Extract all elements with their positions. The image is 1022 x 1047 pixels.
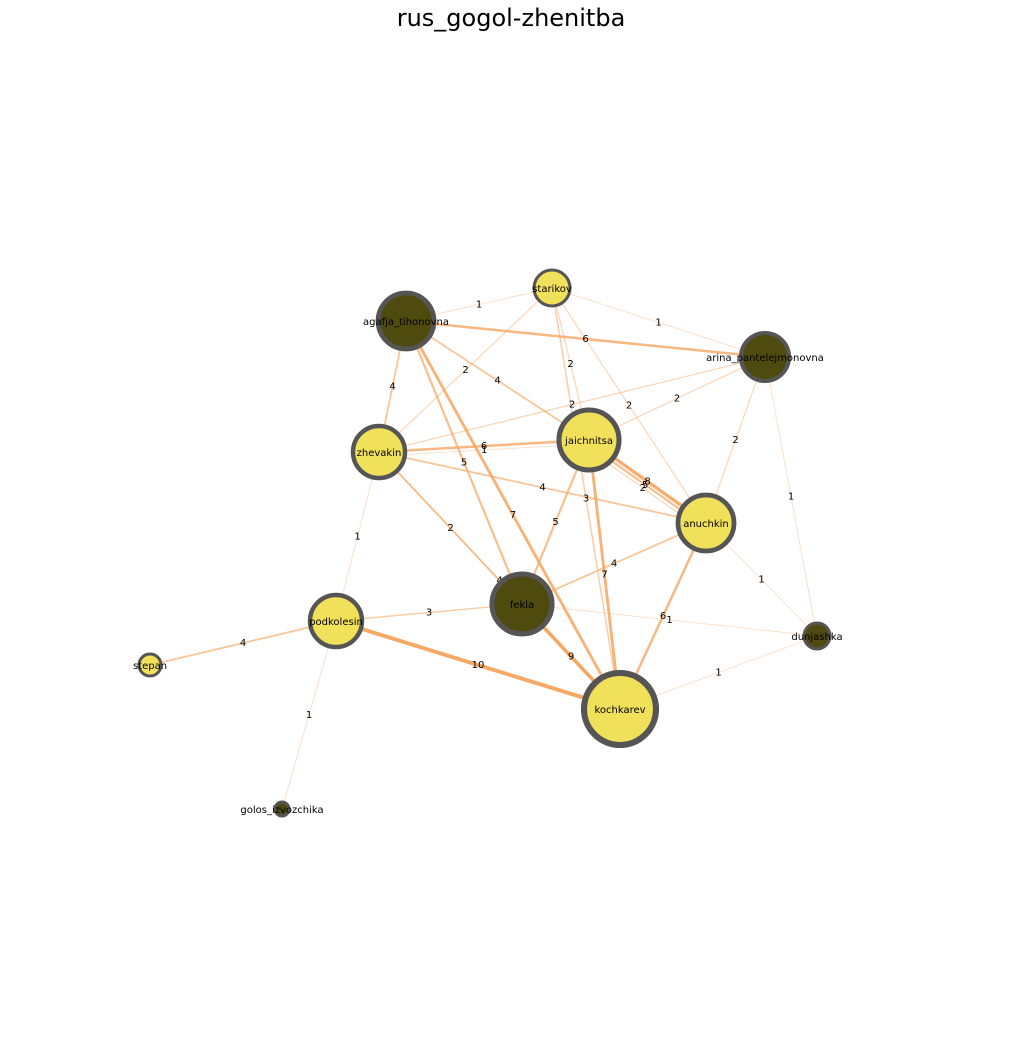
- edge-weight-label: 2: [674, 394, 680, 405]
- edge-weight-label: 6: [660, 611, 666, 622]
- edge-weight-label: 4: [389, 382, 395, 393]
- node-label-podkolesin: podkolesin: [309, 617, 363, 628]
- edge-zhevakin-jaichnitsa: [379, 443, 590, 457]
- edge-label-layer: 1098776665554444443322222222111111111: [240, 300, 794, 722]
- edge-weight-label: 1: [306, 710, 312, 721]
- edge-starikov-arina_pantelejmonovna: [551, 287, 766, 358]
- edge-agafja_tihonovna-fekla: [405, 320, 523, 605]
- node-arina_pantelejmonovna[interactable]: [738, 330, 792, 384]
- edge-agafja_tihonovna-arina_pantelejmonovna: [405, 319, 766, 359]
- node-label-starikov: starikov: [532, 284, 572, 295]
- edge-podkolesin-golos_izvozchika: [281, 620, 337, 810]
- edge-weight-label: 2: [569, 400, 575, 411]
- edge-weight-label: 9: [568, 652, 574, 663]
- node-label-fekla: fekla: [510, 600, 534, 611]
- node-label-kochkarev: kochkarev: [594, 705, 645, 716]
- edge-zhevakin-fekla: [378, 451, 523, 605]
- edge-weight-label: 2: [732, 435, 738, 446]
- edge-weight-label: 2: [447, 523, 453, 534]
- edge-agafja_tihonovna-kochkarev: [404, 320, 622, 710]
- node-jaichnitsa[interactable]: [556, 407, 622, 473]
- edge-podkolesin-stepan: [149, 620, 337, 666]
- edge-weight-label: 1: [788, 492, 794, 503]
- edge-fekla-dunjashka: [521, 603, 818, 637]
- node-label-golos_izvozchika: golos_izvozchika: [240, 805, 323, 816]
- edge-weight-label: 4: [494, 376, 500, 387]
- edge-weight-label: 1: [666, 615, 672, 626]
- edge-jaichnitsa-kochkarev: [587, 439, 622, 710]
- edge-weight-label: 1: [715, 668, 721, 679]
- node-label-jaichnitsa: jaichnitsa: [564, 436, 613, 447]
- node-dunjashka[interactable]: [802, 621, 832, 651]
- edge-weight-label: 1: [354, 532, 360, 543]
- edge-podkolesin-kochkarev: [335, 619, 621, 711]
- edge-weight-label: 1: [655, 318, 661, 329]
- edge-weight-label: 4: [240, 638, 246, 649]
- edge-weight-label: 3: [426, 608, 432, 619]
- node-golos_izvozchika[interactable]: [273, 800, 291, 818]
- edge-weight-label: 4: [539, 483, 545, 494]
- node-label-stepan: stepan: [133, 661, 167, 672]
- node-starikov[interactable]: [532, 268, 572, 308]
- edge-agafja_tihonovna-jaichnitsa: [405, 320, 590, 441]
- edge-weight-label: 1: [476, 300, 482, 311]
- edge-starikov-kochkarev: [551, 287, 621, 710]
- edge-weight-label: 10: [472, 660, 485, 671]
- edge-weight-label: 2: [567, 359, 573, 370]
- edge-zhevakin-anuchkin: [378, 451, 707, 524]
- node-fekla[interactable]: [489, 571, 555, 637]
- edge-weight-label: 4: [611, 559, 617, 570]
- edge-weight-label: 7: [601, 570, 607, 581]
- edge-weight-label: 1: [758, 575, 764, 586]
- node-zhevakin[interactable]: [350, 423, 408, 481]
- node-stepan[interactable]: [137, 652, 163, 678]
- node-label-dunjashka: dunjashka: [791, 632, 842, 643]
- edge-starikov-anuchkin: [551, 287, 707, 524]
- edge-weight-label: 2: [626, 401, 632, 412]
- node-podkolesin[interactable]: [307, 592, 365, 650]
- edge-weight-label: 5: [461, 458, 467, 469]
- edge-weight-label: 2: [640, 483, 646, 494]
- edge-zhevakin-arina_pantelejmonovna: [378, 356, 766, 453]
- edge-zhevakin-jaichnitsa: [378, 438, 590, 454]
- node-label-anuchkin: anuchkin: [683, 519, 729, 530]
- node-layer: [137, 268, 832, 818]
- edge-anuchkin-fekla: [521, 522, 707, 605]
- graph-title: rus_gogol-zhenitba: [396, 4, 626, 32]
- edge-weight-label: 2: [462, 365, 468, 376]
- edge-starikov-zhevakin: [378, 287, 553, 453]
- edge-zhevakin-podkolesin: [335, 451, 380, 622]
- node-agafja_tihonovna[interactable]: [375, 290, 437, 352]
- edge-weight-label: 8: [644, 477, 650, 488]
- node-label-arina_pantelejmonovna: arina_pantelejmonovna: [706, 353, 824, 364]
- node-label-zhevakin: zhevakin: [357, 448, 402, 459]
- edge-weight-label: 6: [582, 334, 588, 345]
- edge-weight-label: 5: [552, 517, 558, 528]
- edge-weight-label: 7: [510, 510, 516, 521]
- edge-weight-label: 6: [481, 441, 487, 452]
- node-kochkarev[interactable]: [580, 669, 660, 749]
- edge-weight-label: 3: [583, 494, 589, 505]
- node-label-layer: starikov agafja_tihonovna arina_pantelejmo…: [133, 284, 843, 816]
- edge-arina_pantelejmonovna-dunjashka: [764, 356, 818, 637]
- edge-weight-label: 5: [642, 480, 648, 491]
- node-anuchkin[interactable]: [675, 492, 737, 554]
- node-label-agafja_tihonovna: agafja_tihonovna: [363, 317, 449, 328]
- edge-weight-label: 1: [481, 445, 487, 456]
